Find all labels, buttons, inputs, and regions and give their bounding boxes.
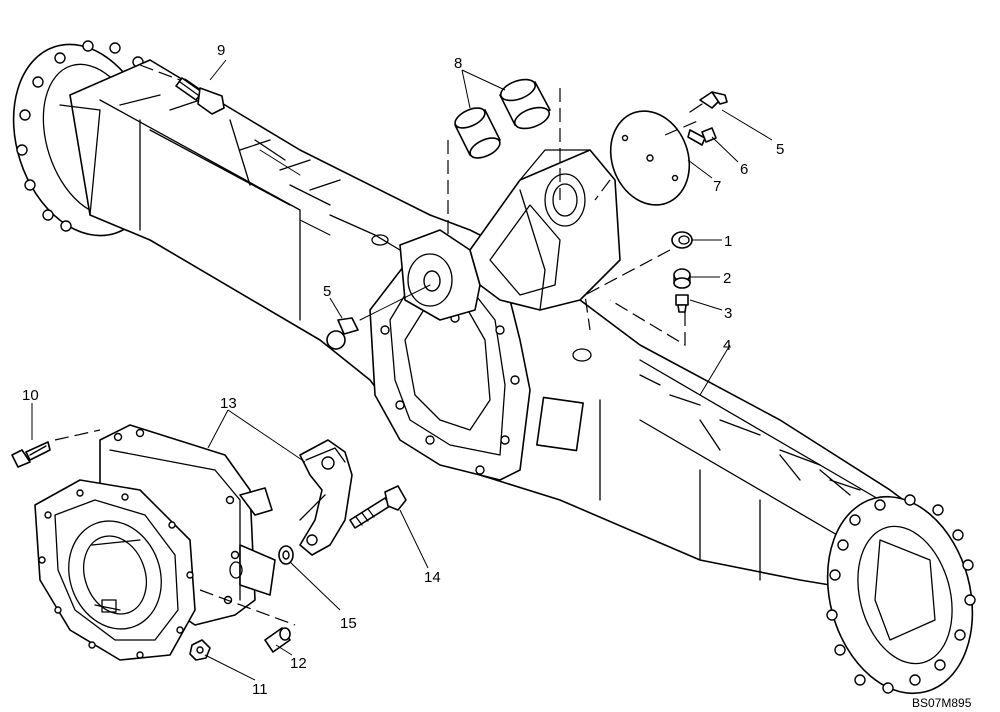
bolt-10 bbox=[11, 429, 101, 468]
callout-6: 6 bbox=[740, 161, 748, 178]
drawing-reference: BS07M895 bbox=[912, 696, 972, 710]
leader-lines bbox=[31, 59, 773, 681]
callout-5-top: 5 bbox=[776, 141, 784, 158]
callout-11: 11 bbox=[252, 681, 268, 698]
callout-8: 8 bbox=[454, 55, 462, 72]
callout-1: 1 bbox=[724, 233, 732, 250]
seal-15 bbox=[278, 545, 294, 565]
washer-2 bbox=[673, 268, 691, 289]
differential-carrier-13 bbox=[34, 424, 276, 661]
axle-housing bbox=[12, 40, 976, 695]
callout-7: 7 bbox=[713, 178, 721, 195]
callout-2: 2 bbox=[723, 270, 731, 287]
bolt-6 bbox=[687, 127, 717, 146]
callout-14: 14 bbox=[424, 569, 441, 586]
callout-13: 13 bbox=[220, 395, 237, 412]
bearing-cap-13 bbox=[299, 439, 353, 556]
cover-plate-7 bbox=[594, 110, 701, 206]
breather-5-left bbox=[326, 284, 431, 350]
right-hub-flange bbox=[826, 494, 976, 695]
plug-3 bbox=[584, 249, 689, 347]
nut-11 bbox=[189, 639, 211, 661]
callout-15: 15 bbox=[340, 615, 357, 632]
plug-1 bbox=[671, 231, 693, 249]
callout-10: 10 bbox=[22, 387, 39, 404]
callout-5-left: 5 bbox=[323, 283, 331, 300]
callout-12: 12 bbox=[290, 655, 307, 672]
callout-3: 3 bbox=[724, 305, 732, 322]
dowel-pin-12 bbox=[199, 589, 296, 653]
callout-numbers: 9 8 5 6 7 1 2 3 4 5 10 13 14 15 12 11 bbox=[22, 42, 784, 698]
callout-4: 4 bbox=[723, 337, 731, 354]
bolt-14 bbox=[349, 485, 407, 529]
bushings-8 bbox=[447, 78, 561, 240]
bolt-9 bbox=[139, 64, 225, 115]
breather-5-top bbox=[689, 91, 728, 113]
callout-9: 9 bbox=[217, 42, 225, 59]
